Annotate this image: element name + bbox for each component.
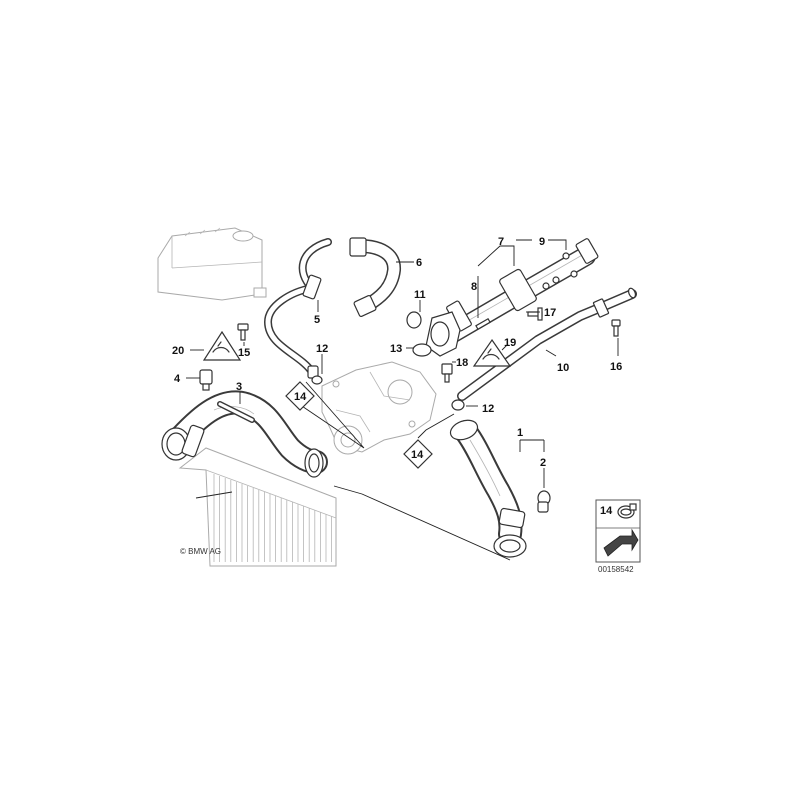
bolt-part-8 — [475, 317, 491, 331]
callout-15: 15 — [238, 347, 250, 359]
o-ring-part-13 — [412, 343, 432, 357]
coolant-pipe-part-10 — [457, 287, 637, 401]
hose-part-1 — [449, 419, 527, 558]
callout-14a-frame — [285, 381, 315, 411]
callout-17: 17 — [544, 307, 556, 319]
hose-part-5 — [264, 238, 332, 379]
gasket-part-12a — [311, 375, 323, 385]
callout-16: 16 — [610, 361, 622, 373]
callout-9: 9 — [539, 236, 545, 248]
temperature-sensor-part-18 — [441, 363, 453, 383]
callout-14b: 14 — [411, 449, 424, 461]
callout-3: 3 — [236, 381, 242, 393]
legend-number: 14 — [600, 505, 613, 517]
callout-12b: 12 — [482, 403, 494, 415]
radiator — [178, 447, 337, 567]
coolant-warning-icon — [202, 330, 242, 361]
callout-14a: 14 — [294, 391, 307, 403]
callout-18: 18 — [456, 357, 468, 369]
diagram-id: 00158542 — [598, 565, 634, 574]
callout-19: 19 — [504, 337, 516, 349]
callout-10: 10 — [557, 362, 569, 374]
callout-8: 8 — [471, 281, 477, 293]
hose-part-6 — [349, 237, 401, 317]
bolt-part-15 — [237, 323, 249, 341]
callout-12a: 12 — [316, 343, 328, 355]
o-ring-part-11 — [406, 311, 422, 329]
callout-7: 7 — [498, 236, 504, 248]
hose-clamp-icon — [617, 503, 637, 519]
callout-6: 6 — [416, 257, 422, 269]
direction-arrow-icon — [603, 528, 639, 557]
sensor-part-4 — [199, 369, 213, 391]
callout-5: 5 — [314, 314, 320, 326]
bleed-screw-part-2 — [537, 490, 551, 513]
callout-13: 13 — [390, 343, 402, 355]
callout-14b-frame — [403, 439, 433, 469]
bolt-part-16 — [611, 319, 621, 337]
bolt-part-17 — [527, 307, 543, 321]
callout-2: 2 — [540, 457, 546, 469]
coolant-warning-icon — [472, 338, 512, 367]
gasket-part-12b — [451, 399, 465, 411]
expansion-tank — [157, 227, 267, 301]
callout-11: 11 — [414, 289, 426, 301]
callout-numbers: 1 2 3 4 5 6 7 8 9 10 11 12 12 13 14 14 1… — [172, 236, 622, 469]
water-pump — [321, 361, 437, 455]
legend-box: 14 — [595, 499, 641, 563]
callout-4: 4 — [174, 373, 181, 385]
hose-part-3 — [161, 390, 328, 478]
distribution-pipe-part-7 — [438, 238, 599, 346]
callout-1: 1 — [517, 427, 523, 439]
leader-lines — [186, 239, 619, 488]
callout-20: 20 — [172, 345, 184, 357]
copyright-text: © BMW AG — [180, 547, 221, 556]
